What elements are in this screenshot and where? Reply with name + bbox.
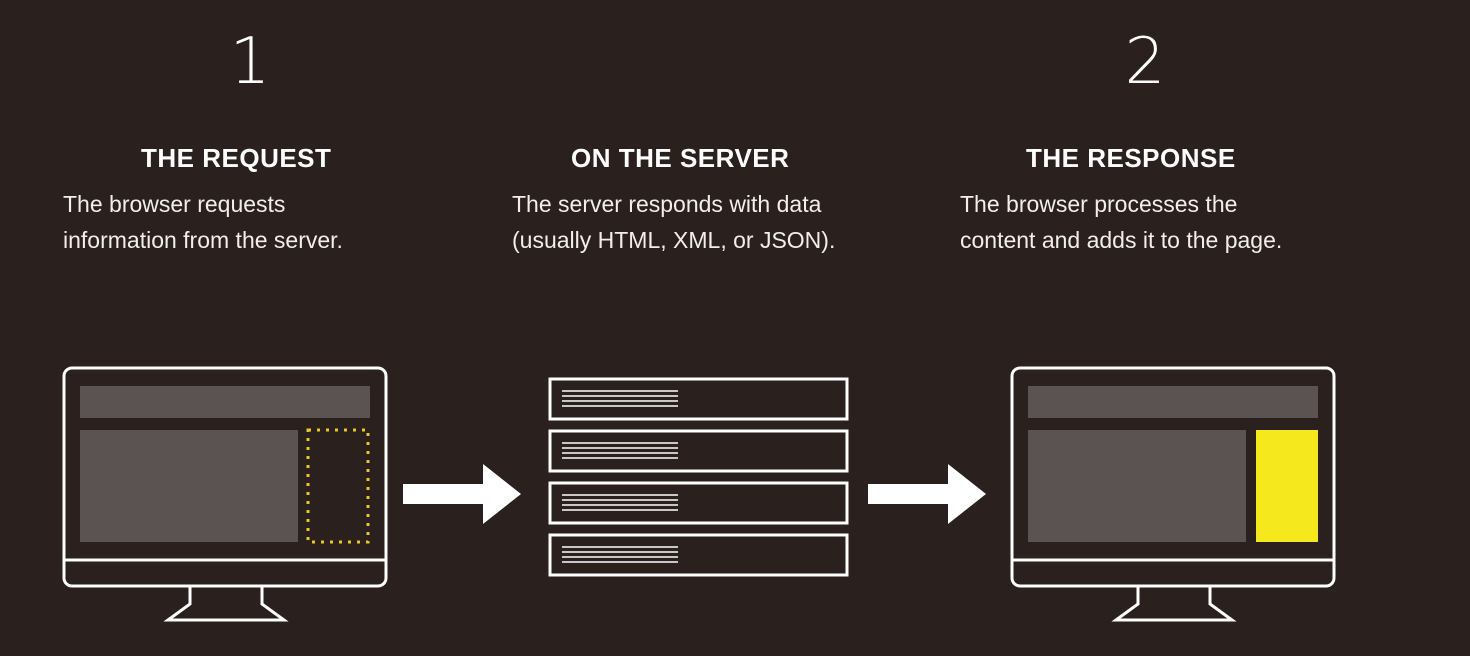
screen-header-bar (1028, 386, 1318, 418)
server-description-line-2: (usually HTML, XML, or JSON). (512, 227, 836, 253)
server-heading: ON THE SERVER (571, 143, 790, 173)
screen-main-content (1028, 430, 1246, 542)
request-description-line-1: The browser requests (63, 191, 286, 217)
right-arrow-icon-1 (403, 464, 521, 524)
monitor-with-filled-content-icon (1010, 366, 1336, 622)
monitor-frame (62, 366, 388, 622)
loaded-content-box (1256, 430, 1318, 542)
request-description: The browser requests information from th… (63, 186, 343, 258)
server-unit-1 (548, 377, 849, 421)
screen-main-content (80, 430, 298, 542)
response-description: The browser processes the content and ad… (960, 186, 1282, 258)
monitor-with-empty-dotted-placeholder-icon (62, 366, 388, 622)
response-heading: THE RESPONSE (1026, 143, 1236, 173)
server-stack-icon (548, 377, 849, 577)
response-description-line-1: The browser processes the (960, 191, 1238, 217)
server-description: The server responds with data (usually H… (512, 186, 835, 258)
server-unit-3 (548, 481, 849, 525)
server-unit-4 (548, 533, 849, 577)
screen-header-bar (80, 386, 370, 418)
step-1-number: 1 (229, 25, 271, 99)
step-2-number: 2 (1124, 25, 1166, 99)
right-arrow-icon-2 (868, 464, 986, 524)
server-description-line-1: The server responds with data (512, 191, 822, 217)
request-description-line-2: information from the server. (63, 227, 343, 253)
server-unit-2 (548, 429, 849, 473)
empty-placeholder-dotted-box (306, 428, 370, 544)
monitor-frame (1010, 366, 1336, 622)
request-heading: THE REQUEST (141, 143, 332, 173)
response-description-line-2: content and adds it to the page. (960, 227, 1283, 253)
